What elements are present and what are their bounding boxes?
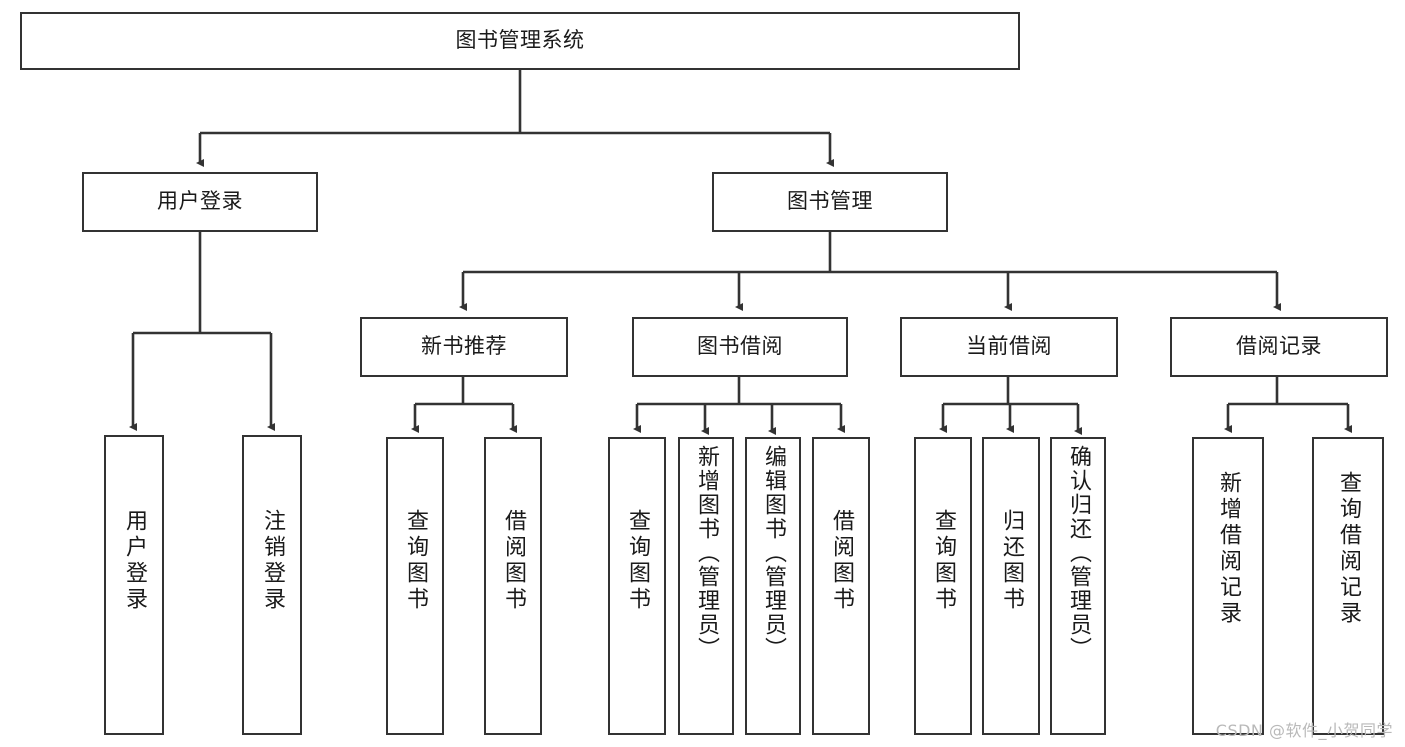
node-leaf-add-record[interactable]: 新增借阅记录 xyxy=(1192,437,1264,735)
node-leaf-query-book-1-label: 查询图书 xyxy=(403,509,428,613)
node-leaf-query-book-3[interactable]: 查询图书 xyxy=(914,437,972,735)
node-leaf-return-book[interactable]: 归还图书 xyxy=(982,437,1040,735)
node-leaf-borrow-book-1[interactable]: 借阅图书 xyxy=(484,437,542,735)
csdn-watermark: CSDN @软件_小贺同学 xyxy=(1215,721,1393,740)
node-leaf-borrow-book-2[interactable]: 借阅图书 xyxy=(812,437,870,735)
node-leaf-query-record-label: 查询借阅记录 xyxy=(1336,471,1361,627)
node-borrow-record-label: 借阅记录 xyxy=(1236,334,1322,359)
node-leaf-borrow-book-1-label: 借阅图书 xyxy=(501,509,526,613)
node-borrow-record[interactable]: 借阅记录 xyxy=(1170,317,1388,377)
node-leaf-return-book-label: 归还图书 xyxy=(999,509,1024,613)
node-current-borrow[interactable]: 当前借阅 xyxy=(900,317,1118,377)
node-leaf-confirm-return[interactable]: 确认归还（管理员） xyxy=(1050,437,1106,735)
node-leaf-add-record-label: 新增借阅记录 xyxy=(1216,471,1241,627)
node-leaf-edit-book[interactable]: 编辑图书（管理员） xyxy=(745,437,801,735)
node-leaf-borrow-book-2-label: 借阅图书 xyxy=(829,509,854,613)
node-book-borrow-label: 图书借阅 xyxy=(697,334,783,359)
node-leaf-user-login[interactable]: 用户登录 xyxy=(104,435,164,735)
node-leaf-query-record[interactable]: 查询借阅记录 xyxy=(1312,437,1384,735)
node-leaf-user-logout[interactable]: 注销登录 xyxy=(242,435,302,735)
node-leaf-add-book[interactable]: 新增图书（管理员） xyxy=(678,437,734,735)
node-current-borrow-label: 当前借阅 xyxy=(966,334,1052,359)
node-book-manage[interactable]: 图书管理 xyxy=(712,172,948,232)
node-leaf-query-book-2[interactable]: 查询图书 xyxy=(608,437,666,735)
node-leaf-query-book-3-label: 查询图书 xyxy=(931,509,956,613)
node-leaf-user-login-label: 用户登录 xyxy=(122,509,147,613)
node-book-manage-label: 图书管理 xyxy=(787,189,873,214)
node-leaf-confirm-return-label: 确认归还（管理员） xyxy=(1066,445,1091,661)
node-leaf-user-logout-label: 注销登录 xyxy=(260,509,285,613)
node-user-login[interactable]: 用户登录 xyxy=(82,172,318,232)
node-root-label: 图书管理系统 xyxy=(455,28,585,53)
node-leaf-query-book-1[interactable]: 查询图书 xyxy=(386,437,444,735)
node-leaf-add-book-label: 新增图书（管理员） xyxy=(694,445,719,661)
node-leaf-query-book-2-label: 查询图书 xyxy=(625,509,650,613)
node-leaf-edit-book-label: 编辑图书（管理员） xyxy=(761,445,786,661)
node-new-book-rec-label: 新书推荐 xyxy=(421,334,507,359)
node-user-login-label: 用户登录 xyxy=(157,189,243,214)
node-root[interactable]: 图书管理系统 xyxy=(20,12,1020,70)
node-book-borrow[interactable]: 图书借阅 xyxy=(632,317,848,377)
node-new-book-rec[interactable]: 新书推荐 xyxy=(360,317,568,377)
